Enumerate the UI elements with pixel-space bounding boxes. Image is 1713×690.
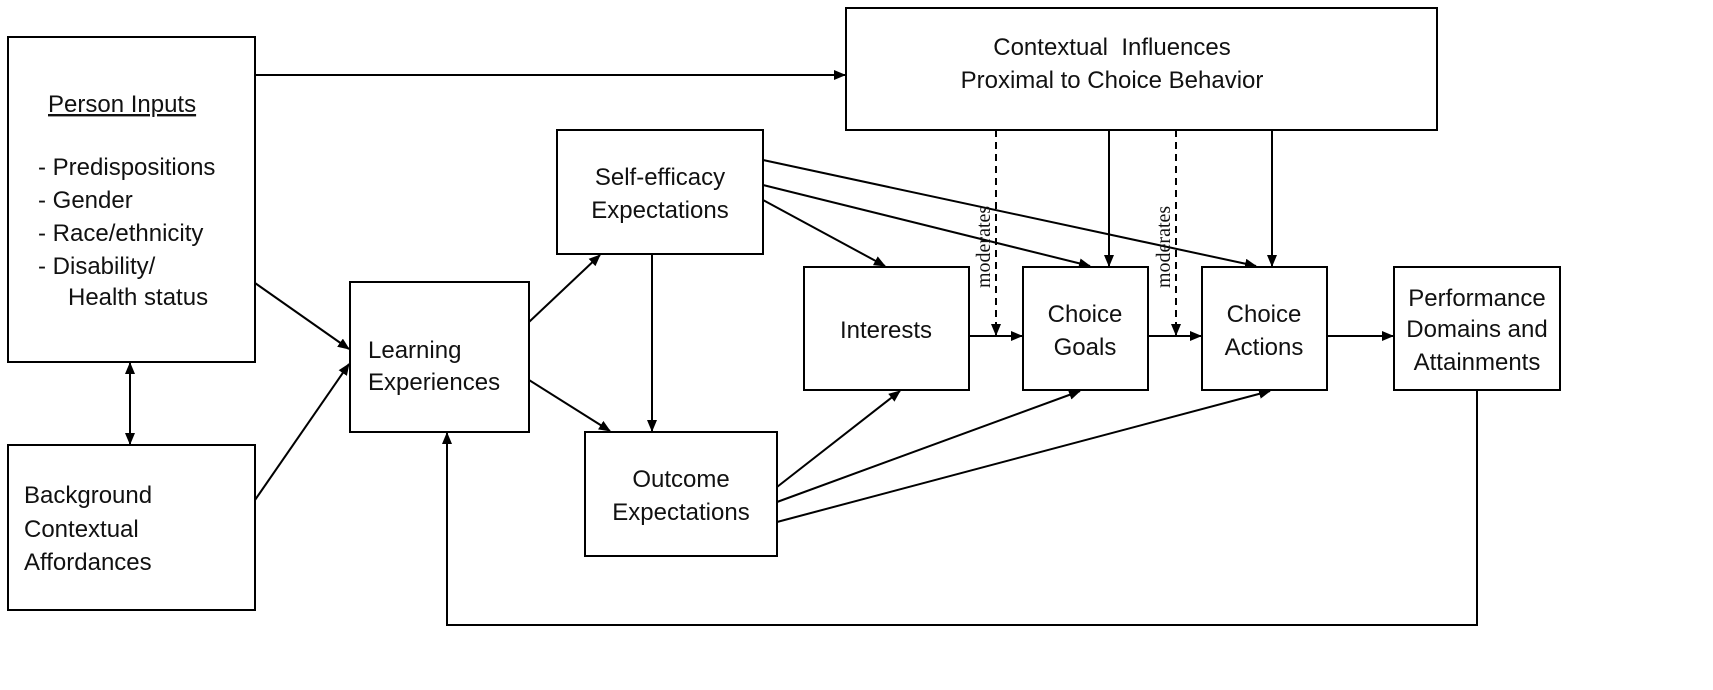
- box-text: Proximal to Choice Behavior: [961, 67, 1264, 94]
- box-text: Background: [24, 482, 152, 509]
- moderates-label-1: moderates: [973, 206, 995, 288]
- arrow-selfefficacy-to-interests: [762, 199, 886, 267]
- box-text: Experiences: [368, 369, 500, 396]
- person-input-item: - Disability/: [38, 253, 156, 280]
- box-text: Performance: [1408, 285, 1545, 312]
- box-text: Actions: [1225, 334, 1304, 361]
- box-text: Expectations: [591, 197, 728, 224]
- box-choice-actions: Choice Actions: [1201, 266, 1328, 391]
- arrow-learning-to-outcome: [528, 379, 611, 432]
- box-text: Attainments: [1414, 349, 1541, 376]
- arrow-person-to-learning: [254, 282, 350, 350]
- box-text: Affordances: [24, 549, 152, 576]
- box-text: Choice: [1048, 301, 1123, 328]
- box-text: Contextual Influences: [993, 34, 1230, 61]
- box-performance: Performance Domains and Attainments: [1393, 266, 1561, 391]
- box-text: Contextual: [24, 516, 139, 543]
- arrow-selfefficacy-to-actions: [762, 159, 1257, 269]
- arrow-outcome-to-interests: [776, 390, 901, 488]
- box-learning-experiences: Learning Experiences: [349, 281, 530, 433]
- box-text: Learning: [368, 337, 461, 364]
- arrow-outcome-to-goals: [776, 390, 1081, 503]
- box-text: Outcome: [632, 466, 729, 493]
- box-person-inputs: Person Inputs - Predispositions - Gender…: [7, 36, 256, 363]
- box-text: Goals: [1054, 334, 1117, 361]
- box-outcome-expectations: Outcome Expectations: [584, 431, 778, 557]
- moderates-label-2: moderates: [1153, 206, 1175, 288]
- arrow-background-to-learning: [254, 363, 350, 501]
- person-input-item: Health status: [68, 284, 208, 311]
- box-background-affordances: Background Contextual Affordances: [7, 444, 256, 611]
- box-contextual-influences: Contextual Influences Proximal to Choice…: [845, 7, 1438, 131]
- arrows: [125, 70, 1478, 626]
- person-inputs-title: Person Inputs: [48, 91, 196, 118]
- box-interests: Interests: [803, 266, 970, 391]
- arrow-feedback-performance-to-learning: [442, 390, 1478, 626]
- box-text: Domains and: [1406, 316, 1547, 343]
- box-choice-goals: Choice Goals: [1022, 266, 1149, 391]
- box-self-efficacy: Self-efficacy Expectations: [556, 129, 764, 255]
- person-input-item: - Gender: [38, 187, 133, 214]
- person-input-item: - Predispositions: [38, 154, 215, 181]
- arrow-learning-to-selfefficacy: [528, 254, 601, 323]
- person-input-item: - Race/ethnicity: [38, 220, 203, 247]
- box-text: Self-efficacy: [595, 164, 725, 191]
- box-text: Choice: [1227, 301, 1302, 328]
- arrow-outcome-to-actions: [776, 388, 1271, 523]
- box-text: Interests: [840, 317, 932, 344]
- box-text: Expectations: [612, 499, 749, 526]
- arrow-selfefficacy-to-goals: [762, 184, 1091, 269]
